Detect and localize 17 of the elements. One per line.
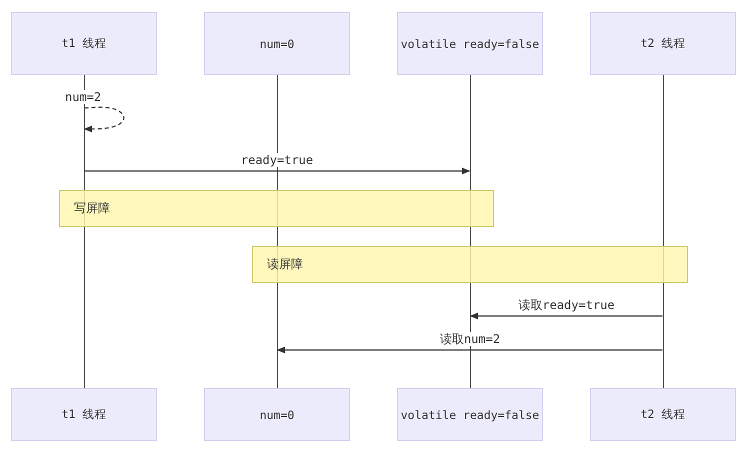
participant-box: volatile ready=false [397, 388, 543, 441]
self-message-arrow [84, 106, 124, 132]
participant-box: t1 线程 [11, 12, 157, 75]
message-arrow [84, 168, 470, 174]
message-arrow [470, 312, 662, 320]
participant-box: t2 线程 [590, 388, 736, 441]
note-box: 读屏障 [252, 246, 688, 283]
participant-box: t2 线程 [590, 12, 736, 75]
message-arrow [276, 346, 662, 354]
participant-box: t1 线程 [11, 388, 157, 441]
message-label: 读取ready=true [517, 298, 616, 312]
participant-box: num=0 [204, 388, 350, 441]
participant-box: volatile ready=false [397, 12, 543, 75]
participant-box: num=0 [204, 12, 350, 75]
note-box: 写屏障 [59, 190, 494, 227]
message-label: num=2 [64, 90, 102, 104]
message-label: 读取num=2 [438, 332, 502, 346]
